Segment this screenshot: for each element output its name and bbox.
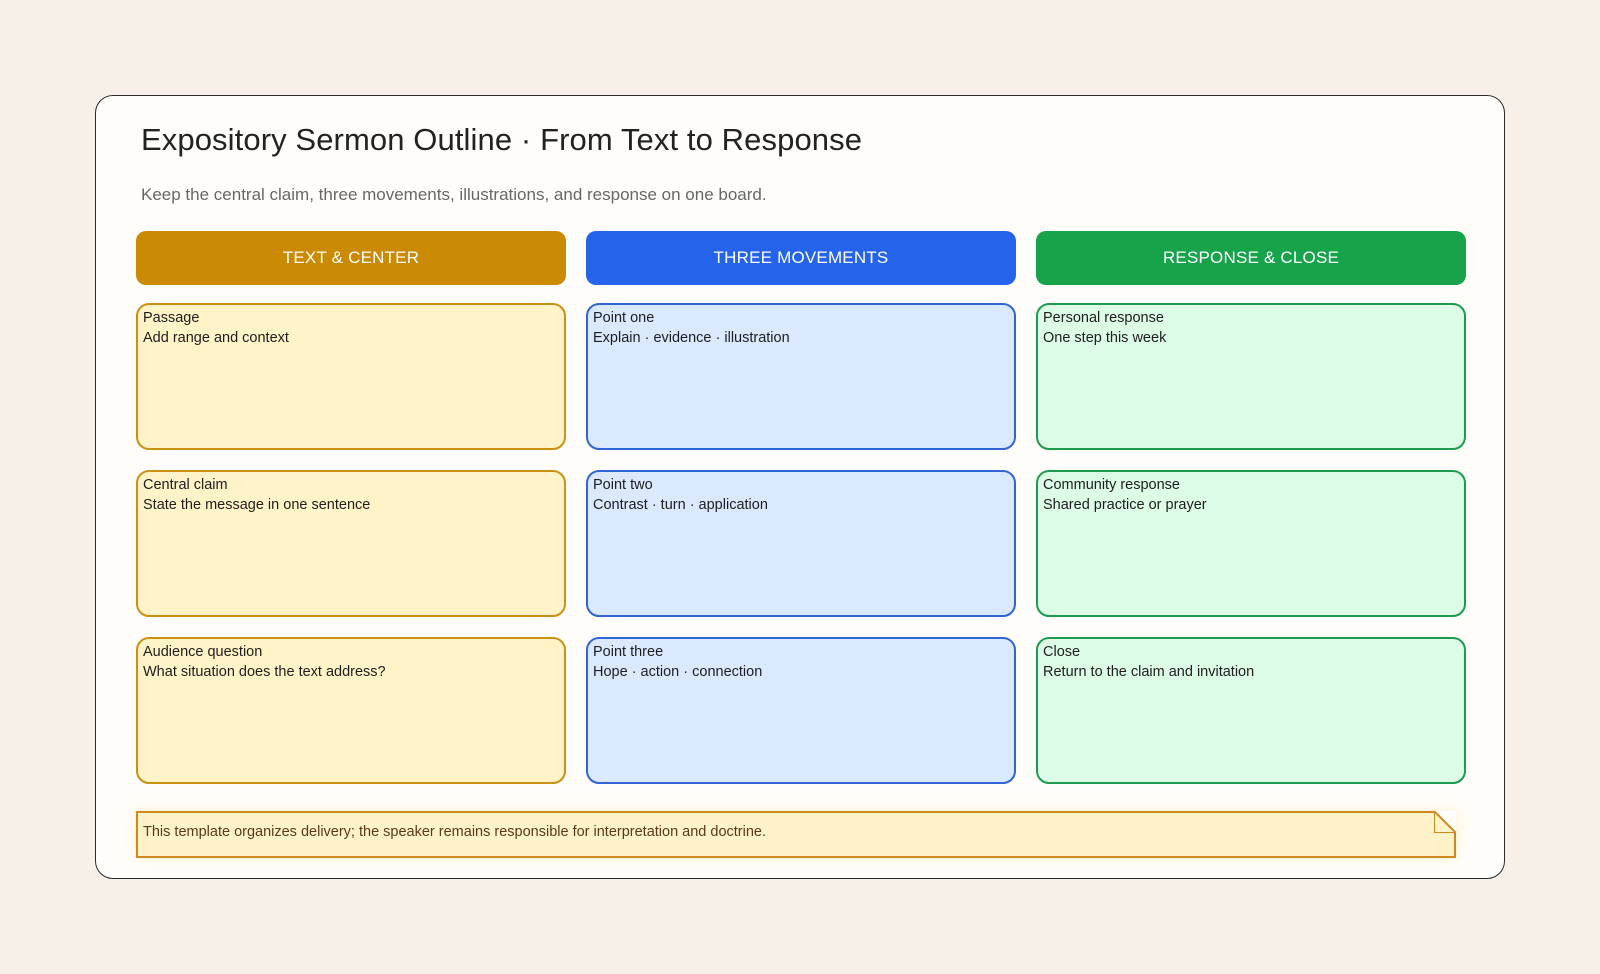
card-audience-question[interactable]: Audience question What situation does th… xyxy=(136,637,566,784)
card-personal-response[interactable]: Personal response One step this week xyxy=(1036,303,1466,450)
card-title: Close xyxy=(1043,644,1081,660)
disclaimer-note[interactable]: This template organizes delivery; the sp… xyxy=(136,811,1456,858)
card-title: Point two xyxy=(593,477,653,493)
card-title: Central claim xyxy=(143,477,228,493)
card-passage[interactable]: Passage Add range and context xyxy=(136,303,566,450)
note-text: This template organizes delivery; the sp… xyxy=(143,824,767,840)
column-response-close: RESPONSE & CLOSE Personal response One s… xyxy=(1036,231,1466,784)
card-title: Point one xyxy=(593,310,655,326)
column-text-center: TEXT & CENTER Passage Add range and cont… xyxy=(136,231,566,784)
card-detail: Contrast · turn · application xyxy=(593,497,768,513)
column-header[interactable]: THREE MOVEMENTS xyxy=(586,231,1016,285)
card-detail: One step this week xyxy=(1043,330,1167,346)
card-point-three[interactable]: Point three Hope · action · connection xyxy=(586,637,1016,784)
card-detail: Hope · action · connection xyxy=(593,664,763,680)
column-header[interactable]: TEXT & CENTER xyxy=(136,231,566,285)
card-title: Community response xyxy=(1043,477,1180,493)
card-detail: Add range and context xyxy=(143,330,289,346)
column-header[interactable]: RESPONSE & CLOSE xyxy=(1036,231,1466,285)
card-title: Personal response xyxy=(1043,310,1164,326)
column-three-movements: THREE MOVEMENTS Point one Explain · evid… xyxy=(586,231,1016,784)
card-title: Audience question xyxy=(143,644,263,660)
card-community-response[interactable]: Community response Shared practice or pr… xyxy=(1036,470,1466,617)
board-title: Expository Sermon Outline · From Text to… xyxy=(141,122,863,157)
folded-corner-icon xyxy=(1434,811,1456,833)
card-detail: State the message in one sentence xyxy=(143,497,371,513)
card-close[interactable]: Close Return to the claim and invitation xyxy=(1036,637,1466,784)
outline-board: Expository Sermon Outline · From Text to… xyxy=(95,95,1505,879)
card-detail: What situation does the text address? xyxy=(143,664,386,680)
card-central-claim[interactable]: Central claim State the message in one s… xyxy=(136,470,566,617)
card-detail: Explain · evidence · illustration xyxy=(593,330,790,346)
card-title: Point three xyxy=(593,644,664,660)
card-point-one[interactable]: Point one Explain · evidence · illustrat… xyxy=(586,303,1016,450)
card-title: Passage xyxy=(143,310,200,326)
card-detail: Return to the claim and invitation xyxy=(1043,664,1255,680)
board-subtitle: Keep the central claim, three movements,… xyxy=(141,185,767,204)
card-detail: Shared practice or prayer xyxy=(1043,497,1207,513)
card-point-two[interactable]: Point two Contrast · turn · application xyxy=(586,470,1016,617)
